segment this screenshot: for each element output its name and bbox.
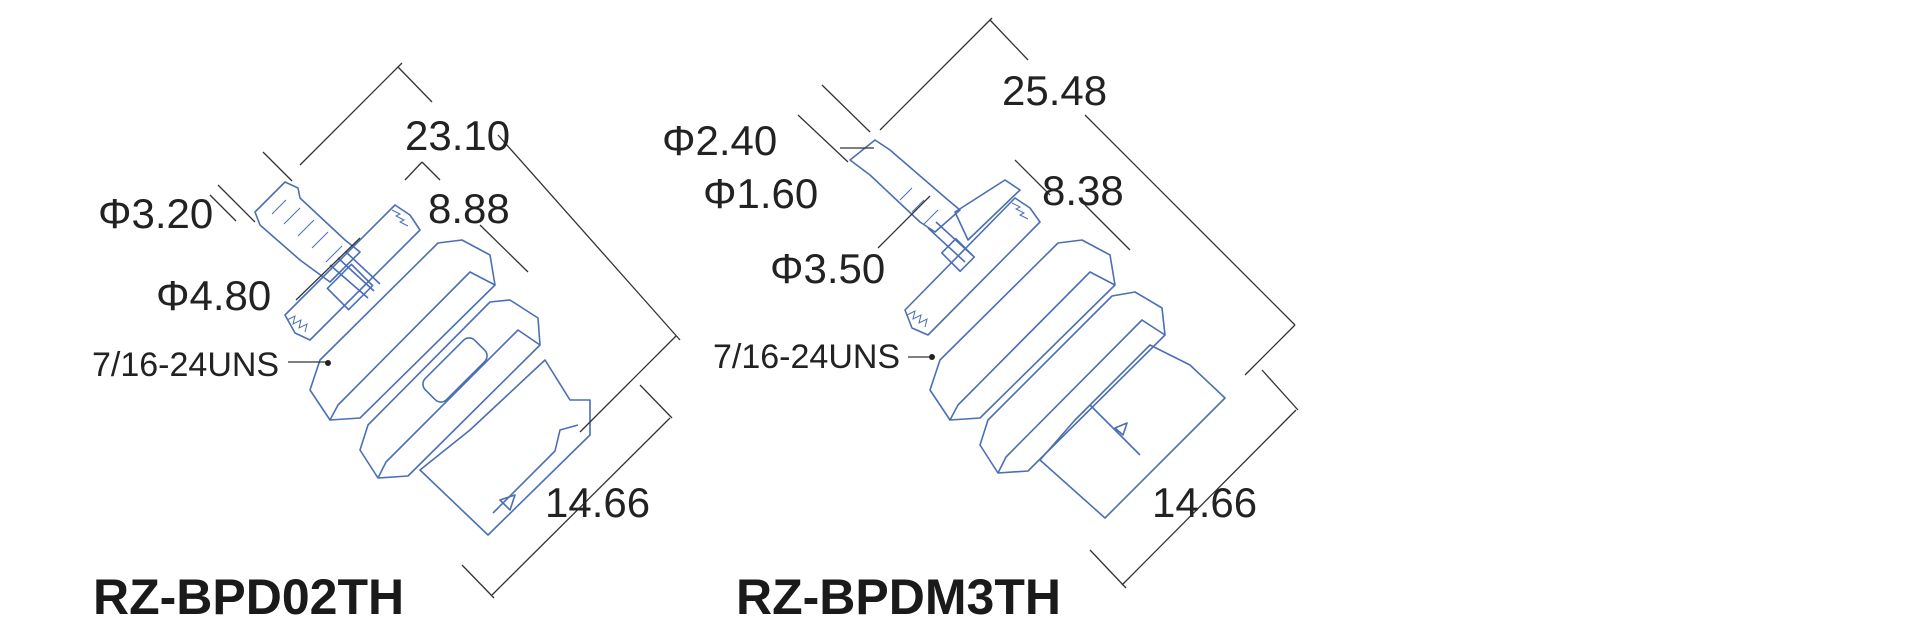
right-thread-flange bbox=[904, 197, 1041, 336]
right-spring bbox=[927, 221, 976, 273]
right-overall-length-label: 25.48 bbox=[1002, 67, 1108, 114]
left-tip bbox=[254, 181, 361, 283]
left-hex-size-label: 8.88 bbox=[428, 185, 510, 232]
right-model-title: RZ-BPDM3TH bbox=[736, 569, 1061, 625]
left-hex-nut-2 bbox=[359, 299, 541, 479]
left-spring bbox=[326, 251, 381, 311]
left-body-diameter-label: Φ4.80 bbox=[156, 272, 272, 319]
left-back-body bbox=[419, 359, 591, 536]
left-thread-spec-label: 7/16-24UNS bbox=[92, 346, 280, 384]
left-thread-flange bbox=[284, 204, 421, 341]
right-thread-teeth bbox=[906, 202, 1029, 328]
right-hex-nut-1 bbox=[929, 239, 1116, 421]
right-width-label: 14.66 bbox=[1152, 479, 1258, 526]
left-slot bbox=[422, 337, 488, 403]
right-hex-size-label: 8.38 bbox=[1042, 167, 1124, 214]
right-body-diameter-label: Φ3.50 bbox=[770, 245, 886, 292]
right-part-body bbox=[849, 139, 1226, 519]
left-hex-nut-1 bbox=[309, 239, 496, 421]
right-dimension-lines bbox=[797, 17, 1299, 589]
right-tip-hatch bbox=[899, 187, 939, 225]
right-back-body bbox=[1039, 344, 1226, 519]
left-tip-hatch bbox=[271, 199, 343, 263]
left-tip-diameter-label: Φ3.20 bbox=[98, 190, 214, 237]
right-tip-inner-diameter-label: Φ1.60 bbox=[703, 170, 819, 217]
left-overall-length-label: 23.10 bbox=[405, 112, 511, 159]
left-model-title: RZ-BPD02TH bbox=[93, 569, 405, 625]
right-thread-spec-label: 7/16-24UNS bbox=[713, 338, 901, 376]
right-tip-outer-diameter-label: Φ2.40 bbox=[662, 117, 778, 164]
left-part-body bbox=[254, 181, 591, 536]
left-width-label: 14.66 bbox=[545, 479, 651, 526]
right-hex-nut-2 bbox=[979, 291, 1166, 474]
right-needle-tip bbox=[849, 139, 961, 233]
left-dimension-lines bbox=[209, 62, 681, 599]
left-thread-teeth bbox=[286, 209, 409, 333]
